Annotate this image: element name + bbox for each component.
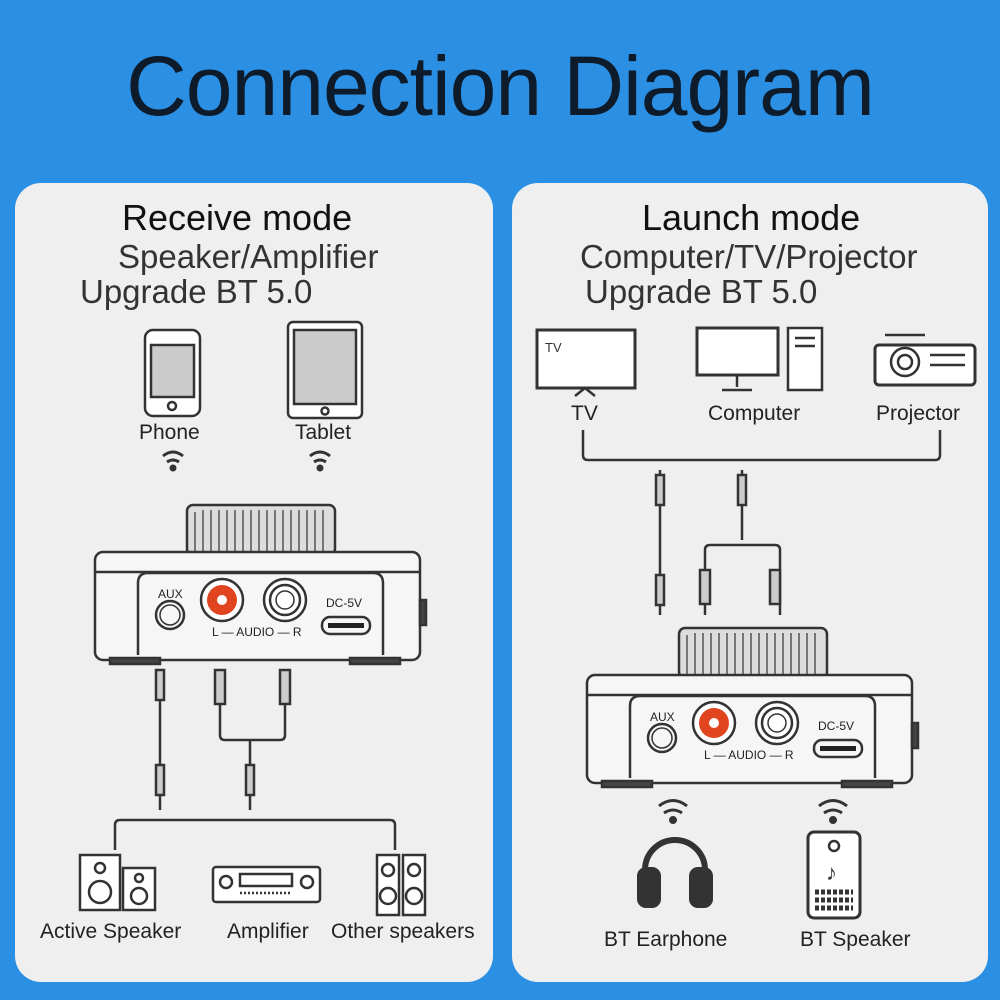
computer-icon [695, 326, 824, 392]
phone-label: Phone [139, 421, 200, 444]
dc-label: DC-5V [326, 596, 362, 610]
other-speakers-label: Other speakers [331, 920, 475, 943]
aux-label: AUX [650, 710, 675, 724]
launch-mode-panel [512, 183, 988, 982]
tv-label: TV [571, 402, 598, 425]
speaker-icon [78, 853, 157, 912]
tower-speakers-icon [375, 853, 427, 917]
tablet-icon [286, 320, 364, 420]
wifi-icon [162, 450, 848, 824]
dc-label: DC-5V [818, 719, 854, 733]
projector-label: Projector [876, 402, 961, 425]
aux-label: AUX [158, 587, 183, 601]
computer-label: Computer [708, 402, 801, 425]
bt-earphone-label: BT Earphone [604, 928, 728, 951]
launch-line1: Computer/TV/Projector [580, 238, 918, 275]
bt-device-receive [93, 503, 428, 666]
audio-label: L — AUDIO — R [704, 748, 794, 762]
receive-heading: Receive mode [122, 197, 353, 238]
tv-icon: TV [535, 328, 637, 397]
receive-cables [113, 668, 397, 850]
bt-speaker-label: BT Speaker [800, 928, 911, 951]
amplifier-label: Amplifier [227, 920, 309, 943]
launch-cables [581, 430, 942, 615]
projector-icon [873, 333, 977, 387]
svg-text:♪: ♪ [826, 860, 837, 885]
page-title: Connection Diagram [126, 39, 875, 133]
launch-line2: Upgrade BT 5.0 [585, 273, 818, 310]
active-speaker-label: Active Speaker [40, 920, 182, 943]
tablet-label: Tablet [295, 421, 352, 444]
tv-screen-label: TV [545, 340, 562, 355]
audio-label: L — AUDIO — R [212, 625, 302, 639]
headphones-icon [637, 837, 713, 908]
receive-line2: Upgrade BT 5.0 [80, 273, 313, 310]
amplifier-icon [211, 865, 322, 904]
bt-speaker-icon: ♪ [806, 830, 862, 920]
bt-device-launch [585, 626, 920, 789]
launch-heading: Launch mode [642, 197, 861, 238]
phone-icon [143, 328, 202, 418]
receive-line1: Speaker/Amplifier [118, 238, 379, 275]
